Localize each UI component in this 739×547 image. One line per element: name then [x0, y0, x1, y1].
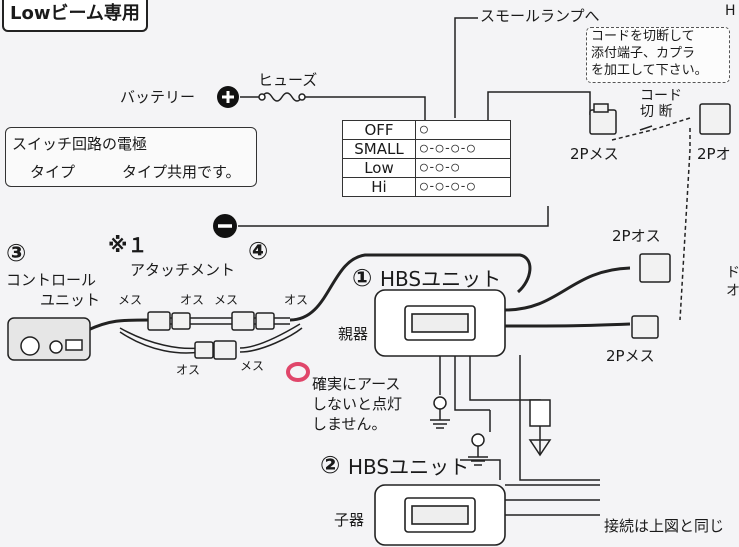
connector-label: 2Pオス	[612, 227, 661, 245]
switch-label: OFF	[342, 120, 416, 140]
pin-label: メス	[118, 293, 143, 307]
pin-label: オス	[180, 293, 205, 307]
cord-cut-label: コード	[640, 88, 682, 104]
switch-row: Hi ○-○-○-○	[342, 177, 511, 197]
pin-label: オス	[176, 363, 201, 377]
battery-label: バッテリー	[120, 88, 196, 106]
page-title: Lowビーム専用	[2, 0, 148, 32]
minus-wire	[238, 206, 549, 227]
hbs2-role: 子器	[334, 511, 365, 529]
switch-row: Low ○-○-○	[342, 158, 511, 178]
control-unit-number: ③	[6, 239, 27, 267]
switch-row: SMALL ○-○-○-○	[342, 139, 511, 159]
control-unit-label: コントロール	[6, 271, 97, 289]
attachment-mark: ※１	[108, 233, 148, 257]
hbs1-number: ①	[352, 264, 373, 292]
fuse-wire	[305, 96, 426, 120]
electrode-note-type-b: タイプ共用です。	[122, 163, 241, 181]
small-lamp-label: スモールランプへ	[480, 7, 600, 25]
switch-connection: ○-○-○-○	[415, 139, 511, 159]
connector-label: 2Pメス	[570, 145, 619, 163]
cut-arrow	[639, 125, 653, 131]
connector-label: 2Pオ	[697, 145, 731, 163]
switch-label: Low	[342, 158, 416, 178]
ground-note-line: しないと点灯	[312, 395, 403, 413]
pin-label: メス	[214, 293, 239, 307]
ground-terminal-1	[433, 396, 447, 410]
pin-label: メス	[240, 359, 265, 373]
diode-icon	[528, 439, 552, 457]
top-right-label: H	[725, 3, 736, 19]
ground-warning-icon	[286, 362, 310, 382]
edge-text: ド	[726, 265, 739, 281]
cut-note-box: コードを切断して 添付端子、カプラ を加工して下さい。	[586, 27, 730, 83]
switch-to-connector-wire	[487, 91, 591, 120]
switch-label: Hi	[342, 177, 416, 197]
switch-table: OFF ○ SMALL ○-○-○-○ Low ○-○-○ Hi ○-○-○-○	[342, 120, 511, 197]
ground-note-line: 確実にアース	[312, 375, 401, 393]
switch-row: OFF ○	[342, 120, 511, 140]
small-lamp-wire	[454, 17, 478, 118]
switch-connection: ○-○-○	[415, 158, 511, 178]
electrode-note-type-a: タイプ	[30, 163, 76, 181]
connector-label: 2Pメス	[606, 347, 655, 365]
fuse-label: ヒューズ	[258, 71, 318, 89]
hbs2-number: ②	[320, 451, 341, 479]
cut-note-line: 添付端子、カプラ	[591, 46, 696, 61]
hbs1-role: 親器	[338, 325, 369, 343]
hbs1-label: HBSユニット	[380, 267, 502, 291]
switch-label: SMALL	[342, 139, 416, 159]
dashed-link-top	[611, 117, 691, 141]
edge-text: オ	[726, 283, 739, 299]
control-unit-box	[7, 317, 91, 361]
hbs2-label: HBSユニット	[348, 455, 470, 479]
dashed-link-right	[679, 128, 691, 321]
switch-connection: ○-○-○-○	[415, 177, 511, 197]
connector-2p-female-top	[589, 109, 617, 135]
fuse-symbol	[261, 92, 303, 102]
electrode-note-box: スイッチ回路の電極 タイプ タイプ共用です。	[5, 127, 257, 187]
ground-note-line: しません。	[312, 415, 387, 433]
connection-same-note: 接続は上図と同じ	[604, 517, 725, 535]
cable-to-hbs1	[289, 253, 532, 322]
cut-note-line: を加工して下さい。	[591, 63, 708, 78]
electrode-note-line1: スイッチ回路の電極	[12, 135, 148, 153]
inline-fuse	[529, 399, 551, 427]
connector-2p-male-right	[639, 253, 671, 283]
cord-cut-label: 切 断	[640, 104, 673, 120]
cable-control	[87, 318, 151, 332]
switch-connection: ○	[415, 120, 511, 140]
ground-terminal-2	[471, 433, 485, 447]
attachment-number: ④	[248, 237, 269, 265]
attachment-label: アタッチメント	[130, 261, 236, 279]
connector-2p-female-right	[631, 315, 659, 339]
connector-2p-male-cut	[699, 103, 731, 135]
pin-label: オス	[284, 293, 309, 307]
cut-note-line: コードを切断して	[591, 29, 695, 44]
control-unit-label: ユニット	[40, 291, 101, 309]
